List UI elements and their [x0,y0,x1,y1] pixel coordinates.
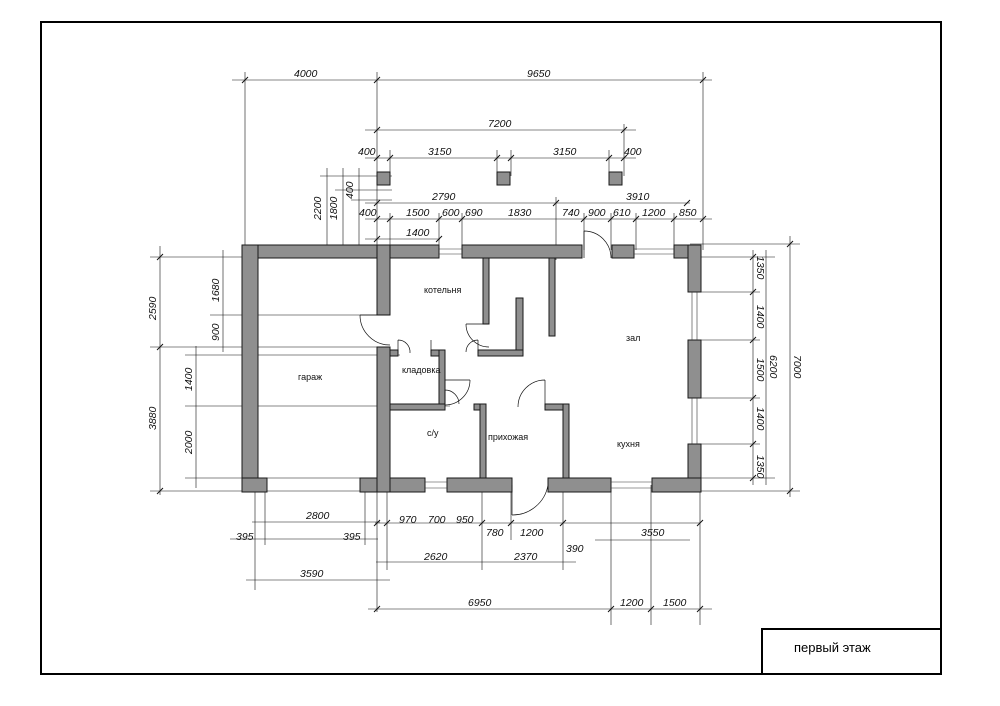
dim-label: 780 [486,527,504,539]
dim-label: 390 [566,543,584,555]
room-label-garage: гараж [298,372,322,382]
dim-label: 2590 [147,296,159,321]
dim-label: 970 [399,514,417,526]
doors [359,230,612,516]
title-block [761,628,942,675]
sheet-frame [40,21,942,675]
room-label-pantry: кладовка [402,365,440,375]
dim-label: 1500 [406,207,430,219]
dim-label: 1350 [754,256,766,280]
dim-label: 900 [210,323,222,341]
dim-label: 1680 [210,278,222,302]
porch-columns [376,171,623,186]
dim-label: 1200 [520,527,544,539]
dim-label: 2800 [305,510,330,522]
dim-label: 1830 [508,207,532,219]
dim-label: 6950 [468,597,492,609]
dim-label: 850 [679,207,697,219]
dim-label: 1500 [754,358,766,382]
dim-label: 3910 [626,191,650,203]
dim-label: 2790 [431,191,456,203]
dim-label: 600 [442,207,460,219]
room-label-entry: прихожая [488,432,528,442]
dim-label: 900 [588,207,606,219]
dim-label: 400 [359,207,377,219]
dim-label: 3590 [300,568,324,580]
dim-label: 2200 [312,196,324,221]
dim-label: 610 [613,207,631,219]
dim-label: 4000 [294,68,318,80]
room-label-wc: с/у [427,428,439,438]
dim-label: 2620 [423,551,448,563]
dimension-ticks [156,76,794,613]
dim-label: 1500 [663,597,687,609]
dim-label: 6200 [767,355,779,379]
dim-label: 395 [236,531,254,543]
dim-label: 395 [343,531,361,543]
dim-label: 9650 [527,68,551,80]
dim-label: 1400 [754,305,766,329]
dim-label: 3150 [553,146,577,158]
room-label-hall: зал [626,333,640,343]
dim-label: 1400 [183,367,195,391]
room-label-boiler: котельня [424,285,461,295]
dim-label: 1400 [406,227,430,239]
dim-label: 1800 [328,196,340,220]
dim-label: 7200 [488,118,512,130]
dim-label: 740 [562,207,580,219]
dim-label: 1350 [754,455,766,479]
dim-label: 400 [358,146,376,158]
dim-label: 3150 [428,146,452,158]
dim-label: 700 [428,514,446,526]
walls [241,244,702,493]
dim-label: 950 [456,514,474,526]
dim-label: 400 [344,181,356,199]
dim-label: 3550 [641,527,665,539]
dim-label: 1400 [754,407,766,431]
dim-label: 7000 [791,355,803,379]
dim-label: 2370 [513,551,538,563]
dim-label: 690 [465,207,483,219]
dim-label: 3880 [147,406,159,430]
room-labels: котельня зал кладовка гараж с/у прихожая… [298,285,640,449]
sheet-title: первый этаж [794,640,871,655]
dim-label: 1200 [642,207,666,219]
room-label-kitchen: кухня [617,439,640,449]
dim-label: 400 [624,146,642,158]
windows [425,248,698,489]
dim-label: 1200 [620,597,644,609]
dimension-labels: 4000 9650 7200 400 3150 3150 400 2790 39… [147,68,803,609]
dim-label: 2000 [183,430,195,455]
